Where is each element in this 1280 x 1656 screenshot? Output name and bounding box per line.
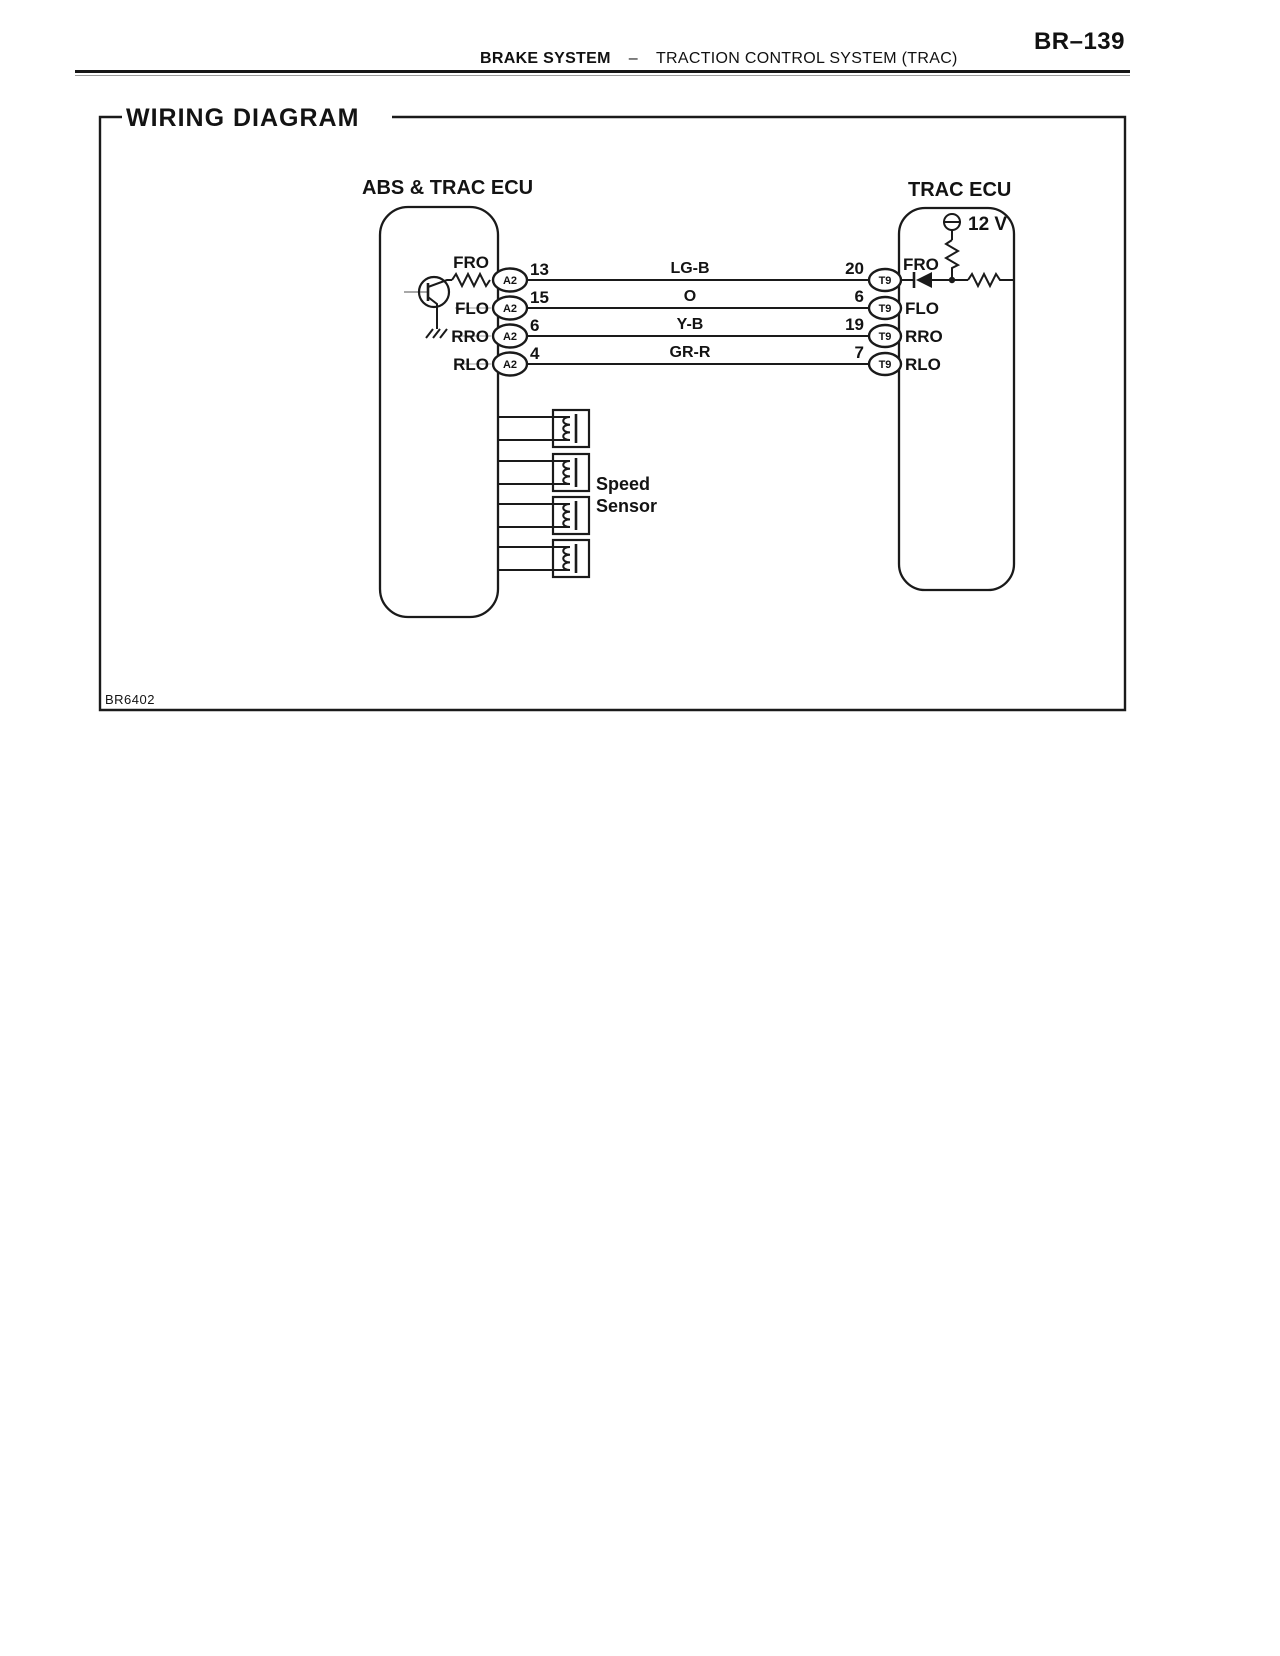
wiring-diagram: WIRING DIAGRAM BR6402 ABS & TRAC ECU TRA… (98, 104, 1127, 712)
signal-label-left: RRO (451, 327, 489, 346)
supply-voltage-label: 12 V (968, 214, 1007, 235)
connector-t9-oval (867, 295, 903, 321)
connector-a2-label: A2 (503, 359, 517, 371)
connector-t9-oval (867, 351, 903, 377)
svg-text:Sensor: Sensor (596, 496, 657, 516)
pin-number-right: 6 (855, 287, 864, 306)
wire-color-label: LG-B (670, 260, 709, 277)
pin-number-right: 20 (845, 259, 864, 278)
connector-a2-label: A2 (503, 331, 517, 343)
wire-row: FRO A2 13 LG-B 20 T9 FRO (453, 253, 1013, 293)
power-source-icon (943, 213, 961, 240)
diode-icon (912, 272, 932, 288)
header-rule-shadow (75, 75, 1130, 76)
wire-color-label: GR-R (670, 344, 711, 361)
junction-dot (948, 276, 956, 284)
diagram-frame (98, 115, 1127, 712)
resistor-icon-horizontal (967, 271, 1013, 289)
speed-sensor-4 (497, 538, 591, 579)
connector-a2-label: A2 (503, 303, 517, 315)
connector-t9-oval (867, 323, 903, 349)
header-section: BRAKE SYSTEM (480, 50, 611, 67)
running-header: BRAKE SYSTEM–TRACTION CONTROL SYSTEM (TR… (480, 50, 958, 68)
connector-t9-label: T9 (879, 359, 892, 371)
header-subsection: TRACTION CONTROL SYSTEM (TRAC) (655, 50, 958, 67)
speed-sensor-2 (497, 452, 591, 493)
wire-row: RRO A2 6 Y-B 19 T9 RRO (451, 315, 943, 349)
pin-number-right: 7 (855, 343, 864, 362)
abs-trac-ecu-label: ABS & TRAC ECU (362, 177, 533, 199)
signal-label-right: RLO (905, 355, 941, 374)
resistor-icon (451, 271, 491, 289)
header-separator: – (628, 50, 638, 67)
speed-sensor-coil-icon (562, 416, 571, 441)
speed-sensor-3 (497, 495, 591, 536)
wiring-diagram-title: WIRING DIAGRAM (126, 104, 359, 132)
speed-sensor-label: Speed Sensor (596, 474, 657, 516)
signal-label-left: RLO (453, 355, 489, 374)
connector-a2-oval (491, 295, 529, 321)
trac-ecu-box (897, 206, 1016, 592)
connector-t9-label: T9 (879, 303, 892, 315)
signal-label-left: FLO (455, 299, 489, 318)
transistor-icon (404, 275, 452, 329)
connector-a2-oval (491, 323, 529, 349)
wire-color-label: Y-B (677, 316, 704, 333)
signal-label-right: FLO (905, 299, 939, 318)
pin-number-left: 6 (530, 316, 539, 335)
signal-label-right: RRO (905, 327, 943, 346)
pin-number-left: 13 (530, 260, 549, 279)
pin-number-left: 15 (530, 288, 549, 307)
svg-text:Speed: Speed (596, 474, 650, 494)
connector-a2-oval (491, 267, 529, 293)
page-number: BR–139 (1033, 28, 1125, 55)
trac-ecu-label: TRAC ECU (908, 179, 1011, 201)
signal-label-left: FRO (453, 253, 489, 272)
wire-color-label: O (684, 288, 696, 305)
abs-trac-ecu-box (378, 205, 500, 619)
pin-number-left: 4 (530, 344, 540, 363)
connector-a2-oval (491, 351, 529, 377)
pin-number-right: 19 (845, 315, 864, 334)
speed-sensor-1 (497, 408, 591, 449)
resistor-icon-vertical (944, 239, 961, 277)
figure-code: BR6402 (105, 692, 155, 707)
speed-sensor-coil-icon (562, 503, 571, 528)
signal-label-right: FRO (903, 255, 939, 274)
header-rule (75, 70, 1130, 73)
scan-ghost-lines (455, 307, 491, 365)
speed-sensor-coil-icon (562, 460, 571, 485)
wire-row: FLO A2 15 O 6 T9 FLO (455, 287, 939, 321)
ground-icon (425, 328, 448, 339)
speed-sensor-coil-icon (562, 546, 571, 571)
connector-a2-label: A2 (503, 275, 517, 287)
connector-t9-label: T9 (879, 275, 892, 287)
wire-row: RLO A2 4 GR-R 7 T9 RLO (453, 343, 941, 377)
connector-t9-label: T9 (879, 331, 892, 343)
